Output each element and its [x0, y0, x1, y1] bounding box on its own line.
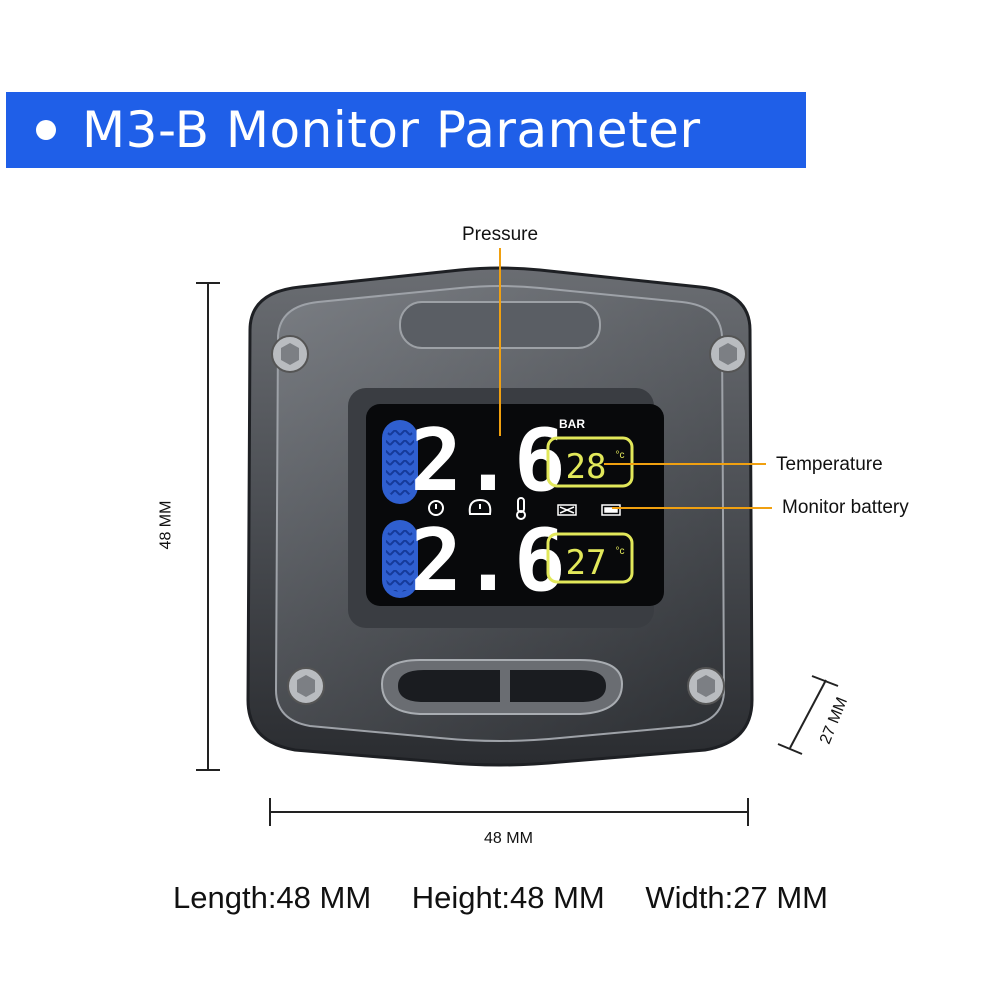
screw-icon — [709, 335, 747, 373]
spec-length: Length:48 MM — [173, 880, 372, 915]
front-tire-icon — [382, 420, 418, 504]
width-dimension-line — [777, 675, 839, 755]
height-dimension-line — [196, 282, 220, 771]
bullet-icon — [36, 120, 56, 140]
pressure-callout-label: Pressure — [462, 224, 539, 245]
spec-width: Width:27 MM — [645, 880, 828, 915]
screw-icon — [687, 667, 725, 705]
title-banner: M3-B Monitor Parameter — [6, 92, 806, 168]
set-button[interactable] — [510, 670, 606, 702]
screw-icon — [271, 335, 309, 373]
spec-height: Height:48 MM — [411, 880, 605, 915]
screw-icon — [287, 667, 325, 705]
pressure-unit-label: BAR — [559, 417, 585, 431]
battery-low-icon — [557, 504, 577, 516]
front-temperature-box: 28 °c — [546, 436, 634, 488]
temperature-callout-label: Temperature — [776, 454, 883, 475]
battery-callout-label: Monitor battery — [782, 497, 909, 518]
device-buttons — [380, 659, 624, 715]
rear-pressure-value: 2.6 — [410, 511, 565, 611]
rear-temp-unit: °c — [616, 546, 625, 557]
tire-pressure-icon — [428, 500, 444, 516]
thermometer-icon — [516, 497, 526, 520]
front-temperature-value: 28 — [566, 447, 607, 487]
tpms-warning-icon — [468, 498, 492, 515]
page-title: M3-B Monitor Parameter — [82, 101, 701, 159]
length-dimension-label: 48 MM — [484, 830, 533, 847]
lcd-screen — [366, 404, 664, 606]
front-temp-unit: °c — [616, 450, 625, 461]
mode-button[interactable] — [398, 670, 500, 702]
height-dimension-label: 48 MM — [157, 500, 175, 550]
spec-summary: Length:48 MM Height:48 MM Width:27 MM — [0, 880, 1001, 916]
length-dimension-line — [269, 798, 749, 826]
rear-temperature-value: 27 — [566, 543, 607, 583]
battery-full-icon — [601, 504, 621, 516]
rear-tire-icon — [382, 520, 418, 598]
rear-temperature-box: 27 °c — [546, 532, 634, 584]
front-pressure-value: 2.6 — [410, 411, 565, 511]
